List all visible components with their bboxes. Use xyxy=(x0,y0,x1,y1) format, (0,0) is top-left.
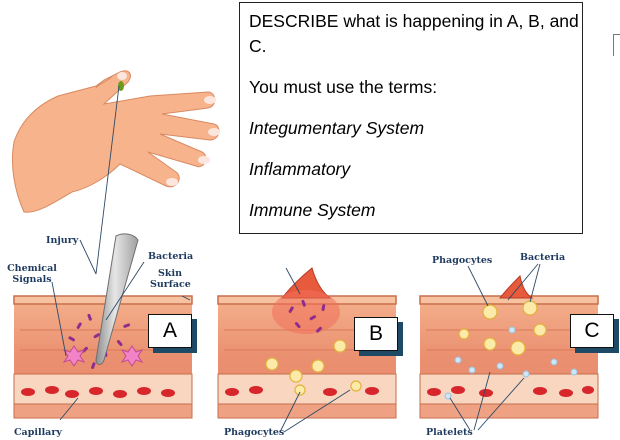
bacteria-label-c: Bacteria xyxy=(520,252,566,263)
bacteria-label-a: Bacteria xyxy=(148,251,194,262)
injury-label: Injury xyxy=(46,235,79,246)
panel-c-letter: C xyxy=(570,314,614,348)
term-inflammatory: Inflammatory xyxy=(249,159,351,179)
panel-c-tissue xyxy=(419,274,599,419)
phagocyte-cells xyxy=(458,300,547,356)
blood-cells xyxy=(427,386,594,397)
phagocyte-cells xyxy=(265,339,362,396)
blood-cells xyxy=(225,386,379,396)
panel-b-tissue xyxy=(217,267,397,419)
term-integumentary: Integumentary System xyxy=(249,118,425,138)
term-immune: Immune System xyxy=(249,200,376,220)
splinter-wound-icon xyxy=(118,81,124,91)
panel-b-leader-lines xyxy=(279,267,351,433)
panel-c-leader-lines xyxy=(449,263,541,431)
bacteria-cluster xyxy=(288,299,326,333)
needle-icon xyxy=(95,233,139,365)
skin-surface-label: Skin Surface xyxy=(150,268,191,290)
slide-edge-marker xyxy=(613,34,620,56)
blood-cells xyxy=(21,386,175,398)
instruction-line-1: DESCRIBE what is happening in A, B, and … xyxy=(249,11,579,56)
phagocytes-label-b: Phagocytes xyxy=(224,427,285,438)
capillary-label: Capillary xyxy=(14,427,62,438)
platelets-label: Platelets xyxy=(426,427,473,438)
panel-b-letter: B xyxy=(354,317,398,351)
chemical-signal-icon xyxy=(62,345,144,367)
panel-a-letter: A xyxy=(148,314,192,348)
chemical-signals-label: Chemical Signals xyxy=(7,263,57,285)
instruction-line-2: You must use the terms: xyxy=(249,77,438,97)
platelet-cells xyxy=(444,326,578,400)
fingernails xyxy=(117,72,220,186)
phagocytes-label-c: Phagocytes xyxy=(432,255,493,266)
instruction-box: DESCRIBE what is happening in A, B, and … xyxy=(239,2,583,234)
hand-illustration xyxy=(11,70,220,213)
panel-a-leader-lines xyxy=(51,85,191,421)
